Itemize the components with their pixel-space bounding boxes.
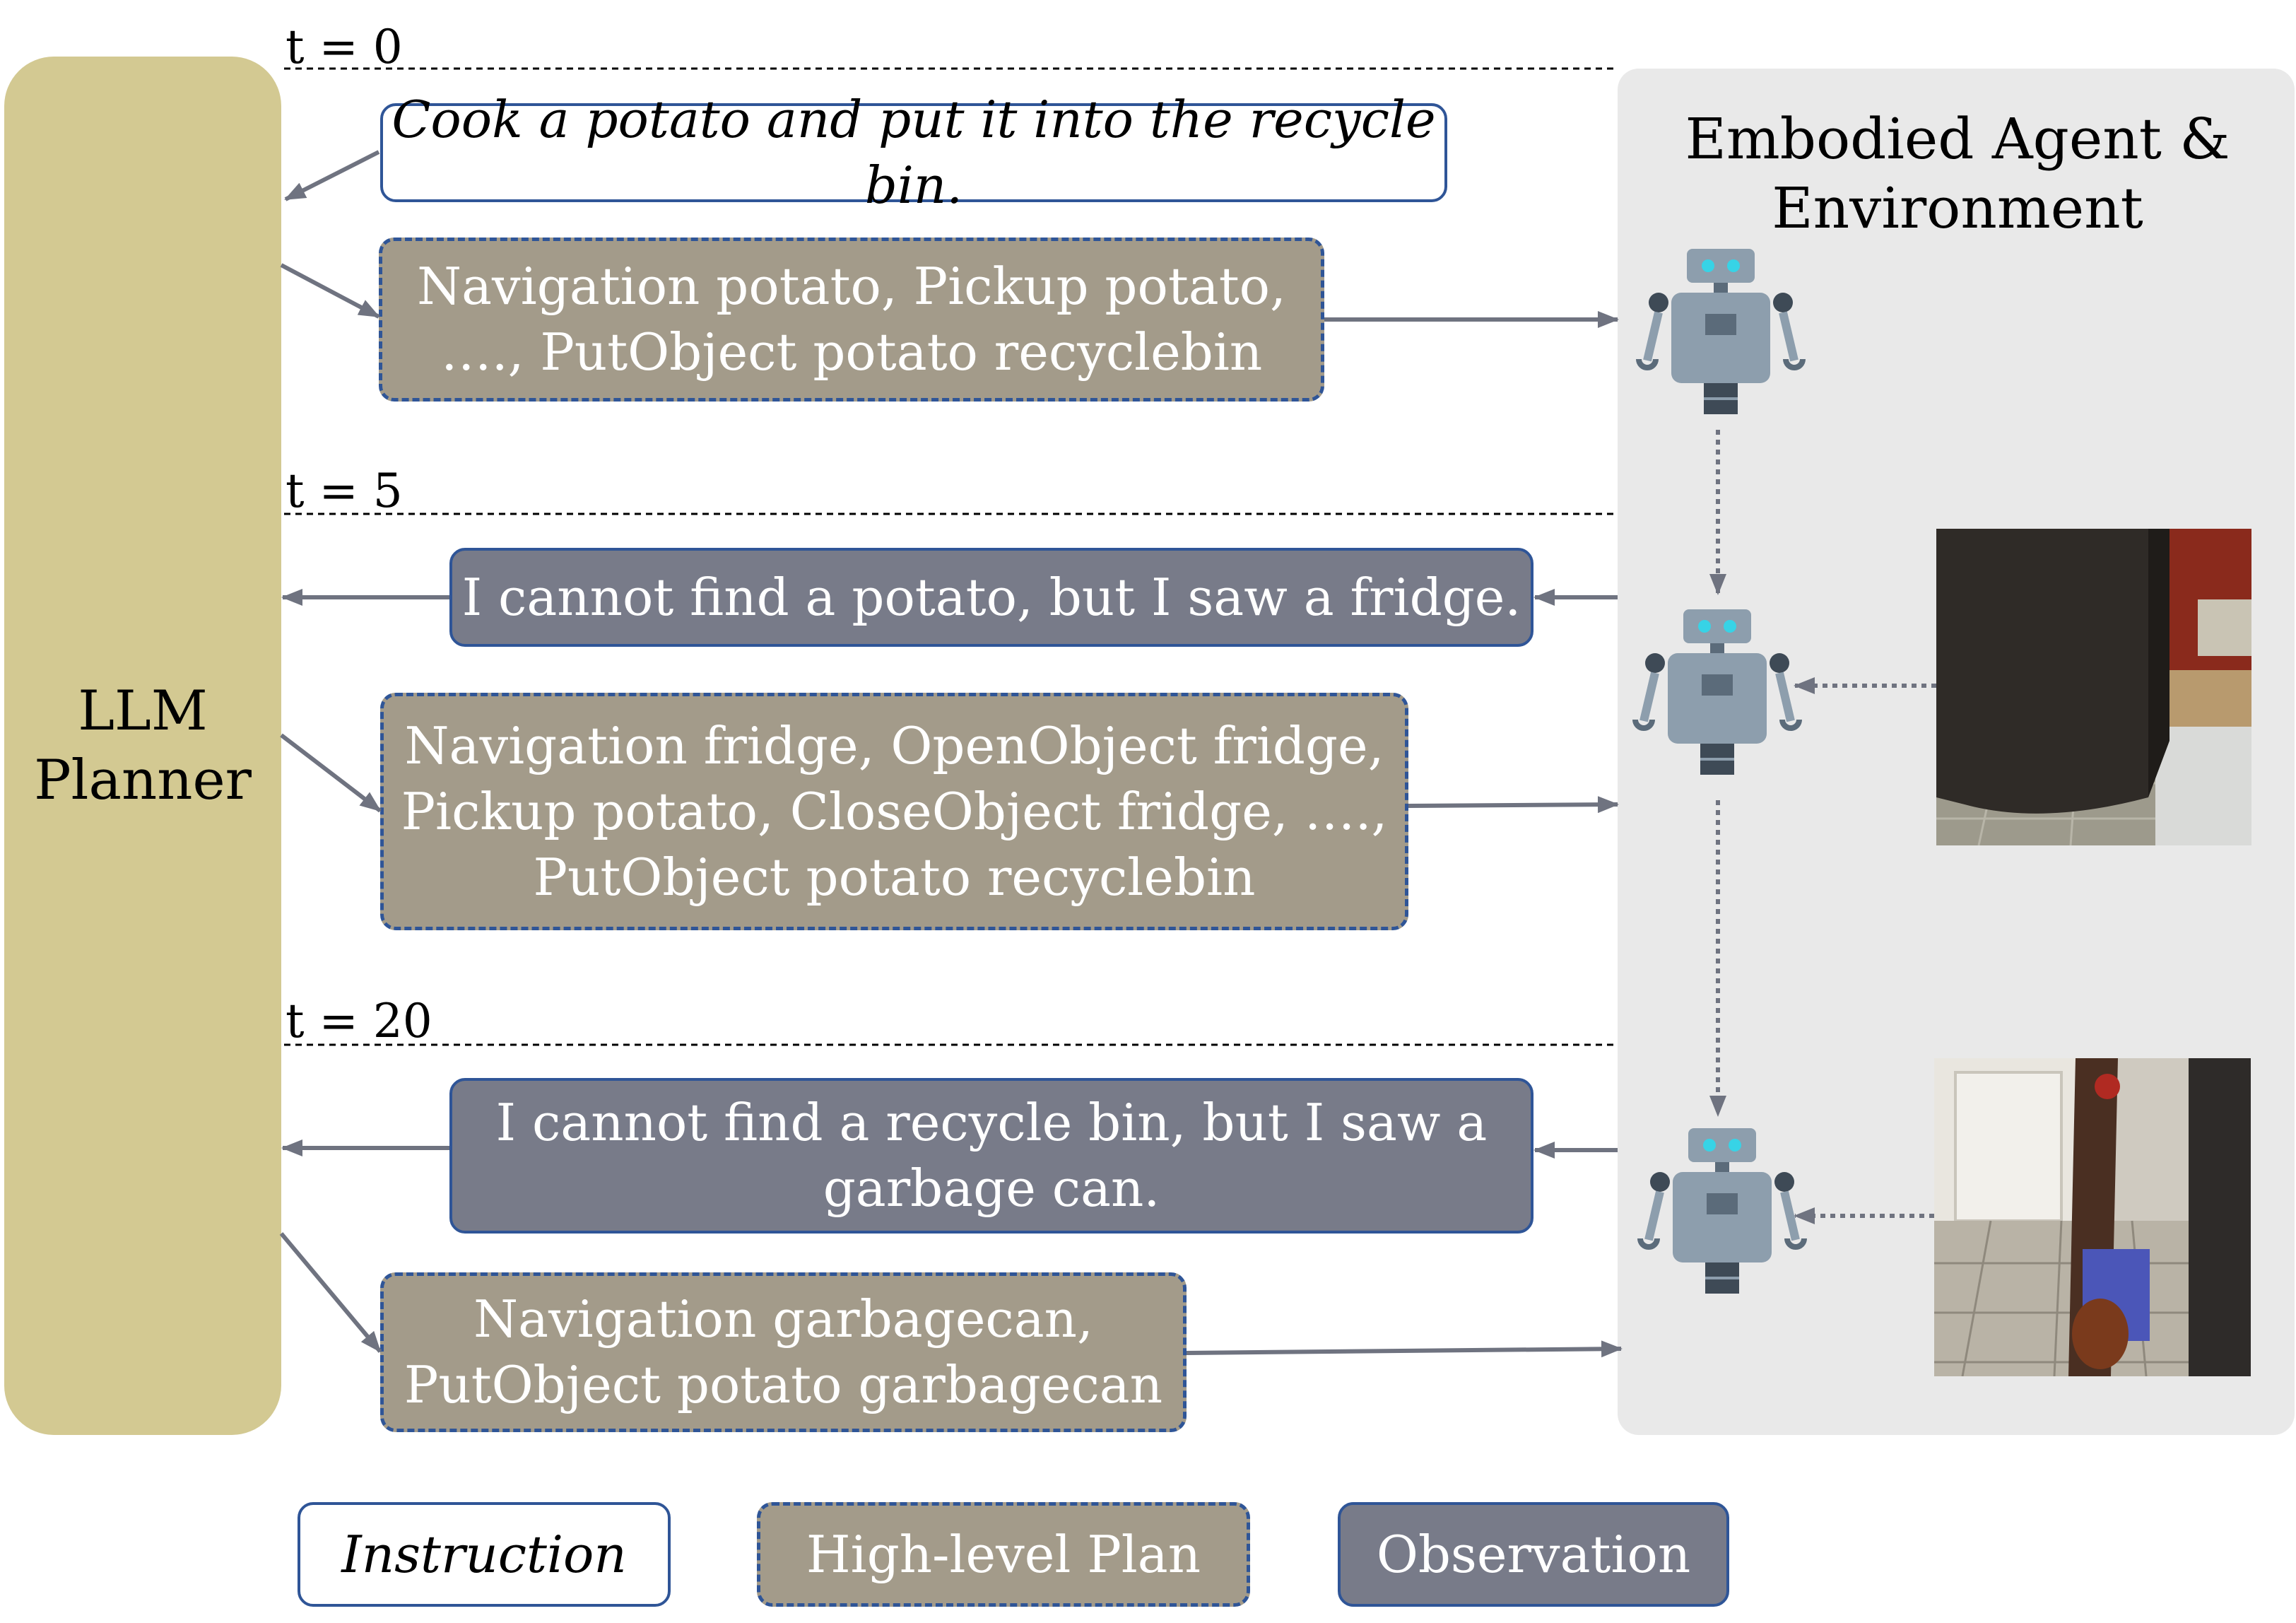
plan-box-t20: Navigation garbagecan, PutObject potato …	[380, 1272, 1187, 1432]
arrow-planner-to-plan-t20	[279, 1232, 382, 1353]
dotted-arrows	[1709, 430, 1936, 1224]
arrow-plan-t5-to-agent	[1408, 796, 1619, 814]
flow-arrows	[279, 150, 1623, 1358]
timestep-divider-lines	[284, 67, 1618, 1046]
legend-observation: Observation	[1338, 1502, 1729, 1607]
robot-icon	[1635, 609, 1799, 775]
timestep-label-t5: t = 5	[285, 464, 403, 518]
timestep-label-t20: t = 20	[285, 994, 432, 1048]
robot-icon	[1640, 1128, 1804, 1294]
legend-instruction: Instruction	[298, 1502, 671, 1607]
arrow-plan-t20-to-agent	[1186, 1340, 1623, 1358]
robot-icon	[1639, 249, 1803, 414]
garbage-can-observation-image	[1934, 1058, 2251, 1376]
legend-high-level-plan: High-level Plan	[757, 1502, 1250, 1607]
plan-box-t0: Navigation potato, Pickup potato, …., Pu…	[379, 238, 1324, 402]
observation-box-t20: I cannot find a recycle bin, but I saw a…	[449, 1078, 1533, 1234]
timestep-label-t0: t = 0	[285, 20, 403, 74]
environment-title: Embodied Agent & Environment	[1685, 106, 2230, 241]
fridge-observation-image	[1936, 529, 2251, 845]
arrow-planner-to-plan-t0	[280, 263, 380, 319]
observation-box-t5: I cannot find a potato, but I saw a frid…	[449, 548, 1533, 647]
plan-box-t5: Navigation fridge, OpenObject fridge, Pi…	[380, 693, 1408, 930]
arrow-planner-to-plan-t5	[280, 733, 382, 813]
llm-planner: LLM Planner	[4, 57, 281, 1435]
arrow-instruction-to-planner	[284, 150, 380, 201]
